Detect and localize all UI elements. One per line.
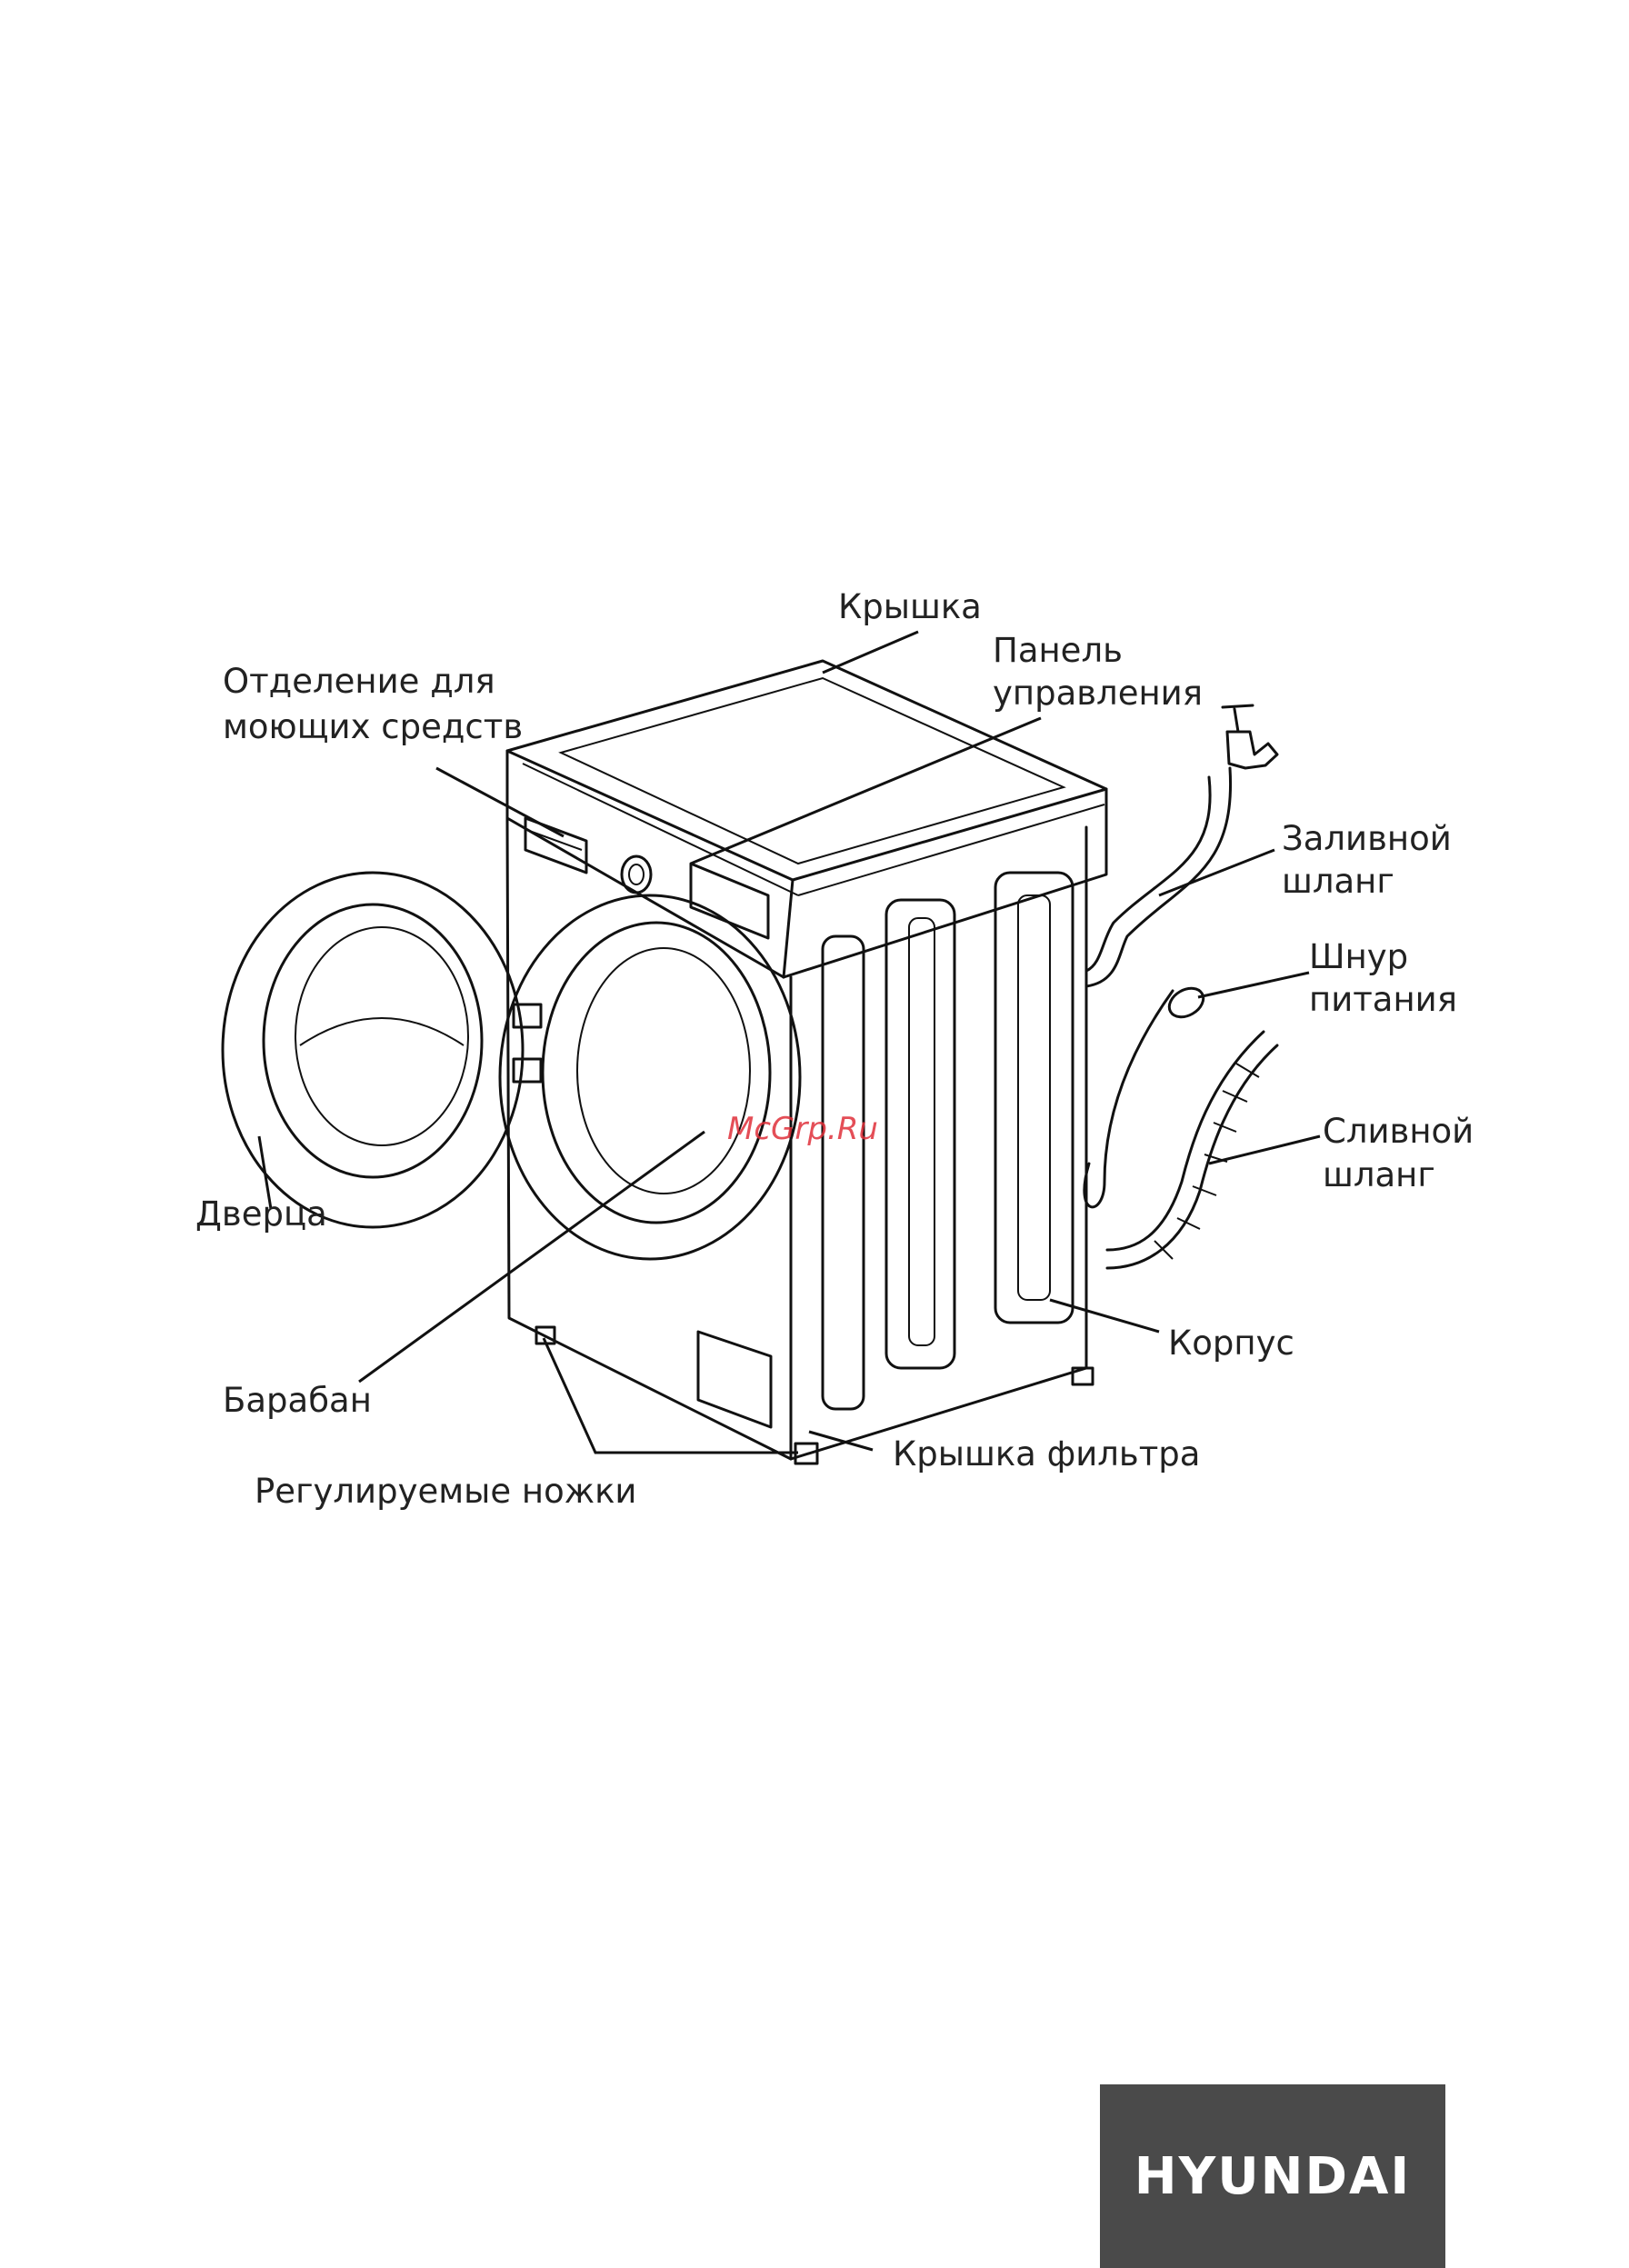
label-drum: Барабан bbox=[223, 1381, 372, 1420]
label-inlet-hose-line2: шланг bbox=[1282, 862, 1394, 901]
label-power-cord-line2: питания bbox=[1309, 980, 1457, 1019]
label-body: Корпус bbox=[1168, 1324, 1294, 1363]
label-control-panel-line2: управления bbox=[993, 674, 1203, 713]
label-inlet-hose-line1: Заливной bbox=[1282, 819, 1452, 858]
label-door: Дверца bbox=[195, 1194, 327, 1234]
label-detergent-line2: моющих средств bbox=[223, 707, 523, 746]
watermark-text: McGrp.Ru bbox=[727, 1111, 878, 1147]
label-detergent-line1: Отделение для bbox=[223, 662, 495, 701]
label-lid: Крышка bbox=[838, 587, 982, 626]
label-adjustable-feet: Регулируемые ножки bbox=[255, 1472, 636, 1511]
brand-logo-text: HYUNDAI bbox=[1134, 2147, 1411, 2206]
callout-labels: Крышка Панель управления Отделение для м… bbox=[195, 587, 1474, 1511]
label-drain-hose-line1: Сливной bbox=[1323, 1112, 1474, 1151]
label-filter-cover: Крышка фильтра bbox=[893, 1434, 1200, 1474]
brand-logo-block: HYUNDAI bbox=[1100, 2084, 1445, 2268]
label-control-panel-line1: Панель bbox=[993, 631, 1123, 670]
label-drain-hose-line2: шланг bbox=[1323, 1155, 1435, 1194]
label-power-cord-line1: Шнур bbox=[1309, 937, 1408, 976]
washing-machine-illustration bbox=[223, 661, 1277, 1464]
